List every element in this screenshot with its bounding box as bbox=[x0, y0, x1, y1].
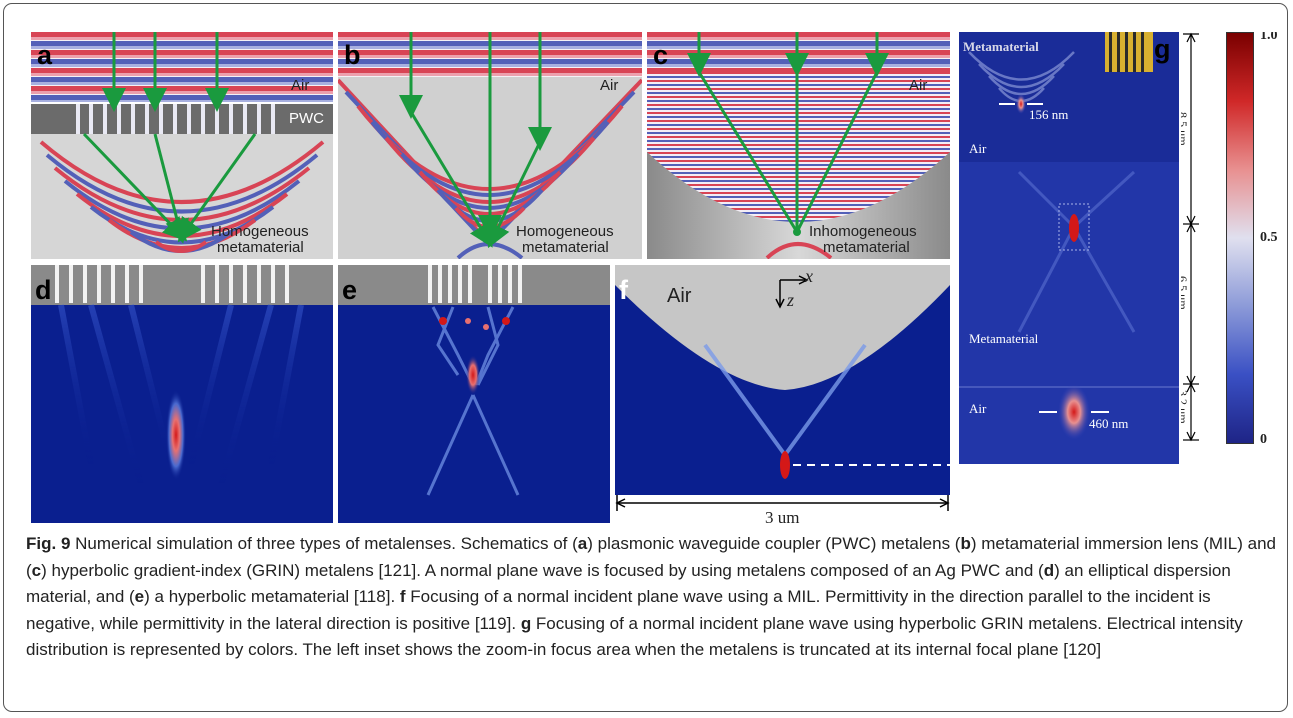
caption-text: Focusing of a normal incident plane wave… bbox=[26, 613, 1243, 660]
colorbar: 1.0 0.5 0 bbox=[1226, 32, 1286, 452]
panel-f: f Air x z 3 um bbox=[615, 265, 950, 527]
panel-label-b: b bbox=[344, 40, 361, 70]
caption-text: ) hyperbolic gradient-index (GRIN) metal… bbox=[41, 560, 1044, 580]
inset-air-label: Air bbox=[969, 141, 987, 156]
panel-label-g: g bbox=[1154, 34, 1171, 64]
caption-ref-b: b bbox=[960, 534, 971, 553]
panel-b: b Air Homogeneous metamaterial bbox=[338, 32, 642, 259]
material-label-line2: metamaterial bbox=[823, 239, 910, 256]
caption-fig-label: Fig. 9 bbox=[26, 534, 71, 553]
material-label-line2: metamaterial bbox=[522, 239, 609, 256]
material-label-line1: Homogeneous bbox=[516, 223, 614, 240]
caption-ref-f: f bbox=[399, 587, 406, 606]
panel-g: g Metamaterial 156 nm Air Metamaterial A… bbox=[959, 32, 1179, 464]
pwc-label: PWC bbox=[289, 110, 324, 127]
caption-text: Numerical simulation of three types of m… bbox=[70, 534, 578, 553]
colorbar-gradient bbox=[1226, 32, 1254, 444]
air-label: Air bbox=[667, 285, 692, 307]
panel-d: d bbox=[31, 265, 333, 523]
colorbar-tick-min: 0 bbox=[1260, 432, 1267, 447]
panel-label-f: f bbox=[619, 275, 628, 305]
caption-text: ) an elliptical dispersion material, and… bbox=[26, 560, 1231, 607]
panel-label-d: d bbox=[35, 275, 52, 305]
panel-c: c Air Inhomogeneous metamaterial bbox=[647, 32, 950, 259]
panel-a: a Air PWC Homogeneous metamaterial bbox=[31, 32, 333, 259]
material-label-line2: metamaterial bbox=[217, 239, 304, 256]
caption-ref-a: a bbox=[577, 534, 588, 553]
figure-frame: a Air PWC Homogeneous metamaterial bbox=[3, 3, 1288, 712]
dimension-3-2-um: 3.2 μm bbox=[1181, 390, 1190, 424]
colorbar-tick-mid: 0.5 bbox=[1260, 230, 1278, 245]
caption-ref-g: g bbox=[520, 613, 532, 633]
metamaterial-label: Metamaterial bbox=[969, 331, 1039, 346]
panel-g-dimensions: 8.5 μm 6.5 μm 3.2 μm bbox=[1181, 32, 1221, 464]
caption-ref-c: c bbox=[31, 560, 42, 580]
air-label: Air bbox=[909, 77, 928, 94]
panel-label-c: c bbox=[653, 40, 669, 70]
panel-e: e bbox=[338, 265, 610, 523]
colorbar-tick-max: 1.0 bbox=[1260, 32, 1278, 43]
material-label-line1: Inhomogeneous bbox=[809, 223, 917, 240]
caption-text: ) metamaterial immersion lens (MIL) and … bbox=[26, 534, 1277, 580]
air-label: Air bbox=[291, 77, 310, 94]
dimension-8-5-um: 8.5 μm bbox=[1181, 112, 1190, 146]
panel-label-e: e bbox=[342, 275, 358, 305]
caption-text: ) a hyperbolic metamaterial [118]. bbox=[144, 587, 400, 606]
inset-metamaterial-label: Metamaterial bbox=[963, 39, 1039, 54]
scale-bar-label: 3 um bbox=[765, 508, 800, 527]
inset-width-label: 156 nm bbox=[1029, 107, 1069, 122]
dimension-6-5-um: 6.5 μm bbox=[1181, 276, 1190, 310]
caption-text: Focusing of a normal incident plane wave… bbox=[26, 587, 1211, 633]
air-label: Air bbox=[969, 401, 987, 416]
axis-x-label: x bbox=[805, 266, 813, 286]
focus-width-label: 460 nm bbox=[1089, 416, 1129, 431]
panel-label-a: a bbox=[37, 40, 53, 70]
material-label-line1: Homogeneous bbox=[211, 223, 309, 240]
air-label: Air bbox=[600, 77, 619, 94]
caption-ref-d: d bbox=[1043, 560, 1055, 580]
axis-z-label: z bbox=[787, 290, 795, 310]
figure-caption: Fig. 9 Numerical simulation of three typ… bbox=[26, 531, 1276, 664]
caption-text: ) plasmonic waveguide coupler (PWC) meta… bbox=[587, 534, 961, 553]
caption-ref-e: e bbox=[134, 587, 145, 606]
